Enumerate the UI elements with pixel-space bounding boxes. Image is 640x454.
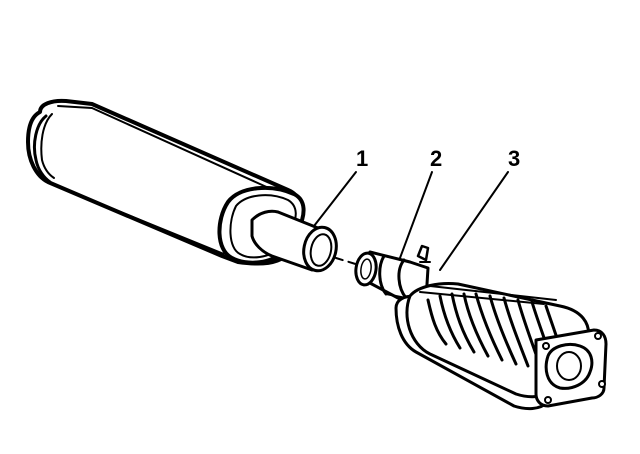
catalytic-converter: [354, 244, 608, 411]
clamp-bolt: [416, 244, 430, 262]
alignment-dashed-line: [335, 257, 363, 267]
callout-3: 3: [508, 146, 520, 171]
muffler-inlet-pipe: [250, 209, 338, 273]
callout-1-leader: [313, 171, 357, 227]
callout-2: 2: [430, 146, 442, 171]
callout-1: 1: [356, 146, 368, 171]
clamp: [378, 254, 388, 296]
callout-3-leader: [439, 171, 509, 271]
callout-2-leader: [399, 171, 433, 259]
